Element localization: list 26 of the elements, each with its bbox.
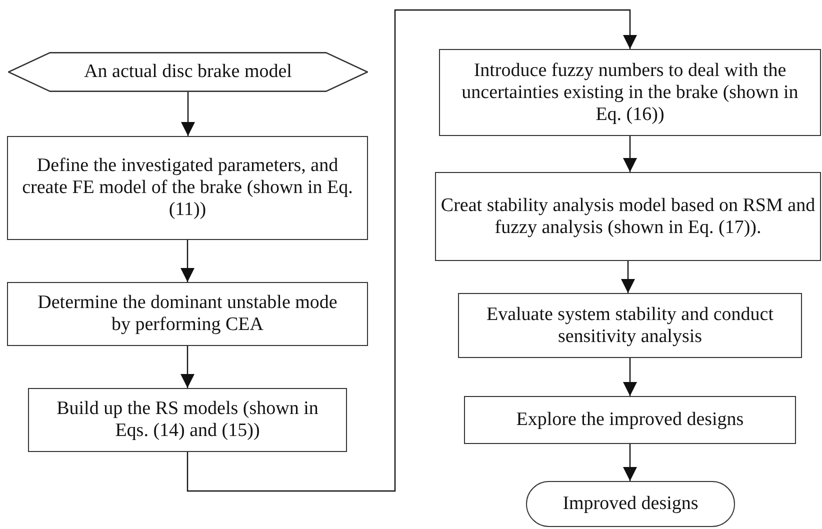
step-text: Improved designs — [562, 493, 698, 515]
step-text: Determine the dominant unstable mode by performing CEA — [36, 292, 338, 336]
process-box — [28, 388, 347, 452]
arrow — [621, 261, 635, 293]
step-text: Build up the RS models (shown in Eqs. (14) and (15)) — [56, 398, 320, 442]
process-box — [458, 293, 802, 358]
step-text: Evaluate system stability and conduct sensitivity analysis — [485, 304, 775, 348]
arrow — [623, 358, 637, 396]
arrow — [623, 136, 637, 172]
process-box — [464, 396, 796, 444]
process-box — [7, 282, 368, 346]
process-box — [435, 172, 821, 261]
step-text: An actual disc brake model — [84, 61, 292, 83]
process-box — [7, 136, 368, 240]
arrow — [180, 346, 194, 388]
step-text: Creat stability analysis model based on RSM and fuzzy analysis (shown in Eq. (17)). — [440, 194, 816, 238]
arrow — [186, 9, 637, 492]
terminal-shape — [526, 481, 735, 527]
start-hexagon — [8, 52, 368, 92]
arrow — [180, 240, 194, 282]
process-box — [439, 49, 821, 136]
step-text: Introduce fuzzy numbers to deal with the uncertainties existing in the brake (shown in Eq. (16)) — [460, 60, 800, 126]
arrow — [181, 92, 195, 136]
step-text: Explore the improved designs — [516, 409, 744, 431]
arrow — [623, 444, 637, 481]
step-text: Define the investigated parameters, and create FE model of the brake (shown in Eq. (11)) — [21, 155, 354, 221]
